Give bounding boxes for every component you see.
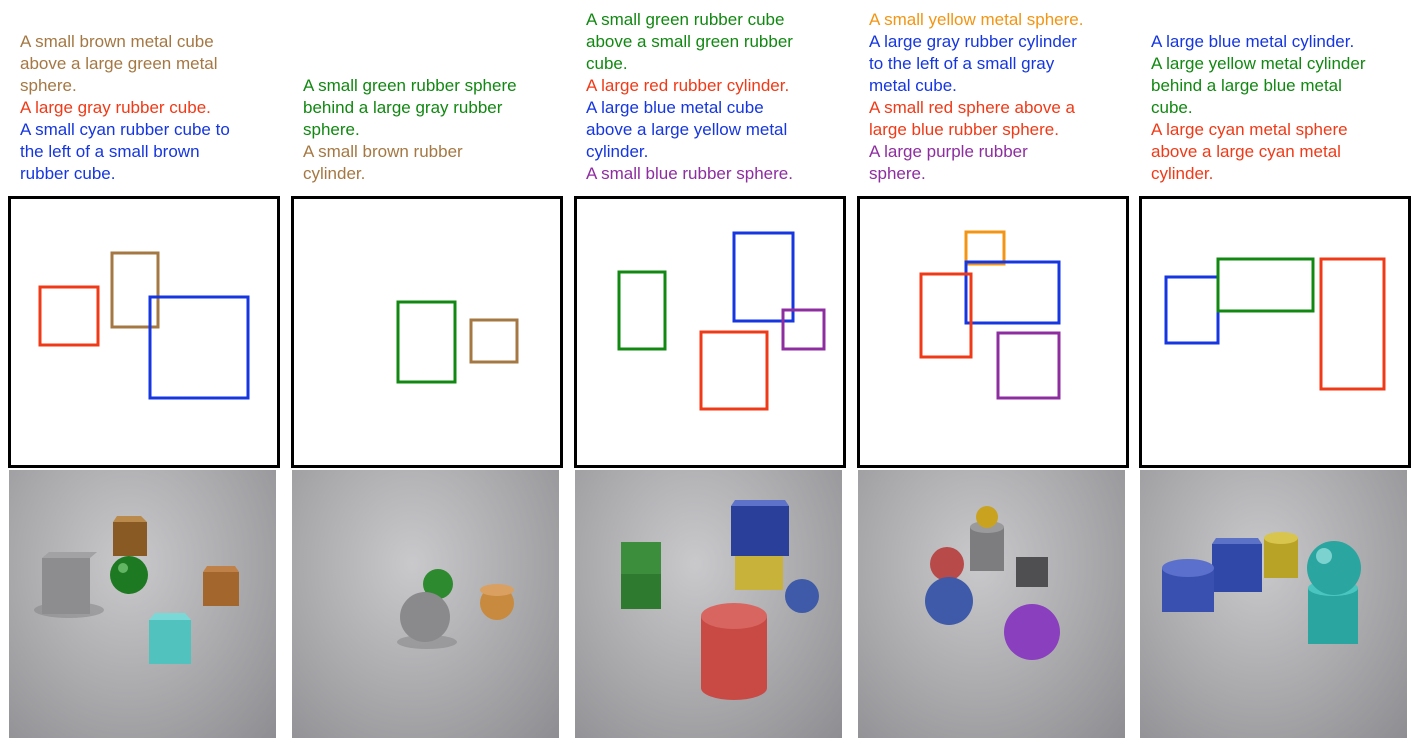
panel-2: A small green rubber sphere behind a lar… <box>291 0 563 742</box>
caption-line: sphere. <box>20 76 77 95</box>
caption-line: sphere. <box>869 164 926 183</box>
red-box <box>38 285 100 347</box>
purple-sphere <box>1004 604 1060 660</box>
blue-sphere <box>925 577 973 625</box>
caption-line: behind a large blue metal <box>1151 76 1342 95</box>
caption-line: A large blue metal cylinder. <box>1151 32 1355 51</box>
panel-1: A small brown metal cube above a large g… <box>8 0 280 742</box>
blue-box <box>148 295 250 400</box>
caption-line: A small blue rubber sphere. <box>586 164 793 183</box>
caption-line: large blue rubber sphere. <box>869 120 1059 139</box>
red-box <box>1319 257 1386 391</box>
caption-line: above a large green metal <box>20 54 218 73</box>
brown-box <box>110 251 160 329</box>
green-sphere <box>423 569 453 599</box>
rendered-scene <box>9 470 276 738</box>
blue-box <box>1164 275 1220 345</box>
caption-line: A large cyan metal sphere <box>1151 120 1348 139</box>
panel-3-captions: A small green rubber cube above a small … <box>586 0 844 190</box>
caption-line: cylinder. <box>586 142 649 161</box>
rendered-scene <box>292 470 559 738</box>
cyan-sphere <box>1307 541 1361 595</box>
panel-4: A small yellow metal sphere. A large gra… <box>857 0 1129 742</box>
caption-line: behind a large gray rubber <box>303 98 503 117</box>
caption-line: A small green rubber sphere <box>303 76 517 95</box>
blue-sphere <box>785 579 819 613</box>
caption-line: A large gray rubber cube. <box>20 98 211 117</box>
layout-canvas <box>291 196 563 468</box>
red-sphere <box>930 547 964 581</box>
gray-sphere <box>400 592 450 642</box>
panel-5: A large blue metal cylinder. A large yel… <box>1139 0 1411 742</box>
caption-line: A large blue metal cube <box>586 98 764 117</box>
red-box <box>919 272 973 359</box>
caption-line: sphere. <box>303 120 360 139</box>
caption-line: cube. <box>1151 98 1193 117</box>
caption-line: A small green rubber cube <box>586 10 785 29</box>
panel-2-captions: A small green rubber sphere behind a lar… <box>303 0 561 190</box>
blue-box <box>732 231 795 323</box>
purple-box <box>996 331 1061 400</box>
caption-line: the left of a small brown <box>20 142 200 161</box>
layout-canvas <box>8 196 280 468</box>
caption-line: A small brown rubber <box>303 142 463 161</box>
caption-line: A large yellow metal cylinder <box>1151 54 1366 73</box>
caption-line: cylinder. <box>1151 164 1214 183</box>
caption-line: A large gray rubber cylinder <box>869 32 1077 51</box>
rendered-scene <box>575 470 842 738</box>
caption-line: cylinder. <box>303 164 366 183</box>
green-sphere <box>110 556 148 594</box>
orange-box <box>964 230 1006 266</box>
blue-box <box>964 260 1061 325</box>
caption-line: above a large yellow metal <box>586 120 788 139</box>
caption-line: above a large cyan metal <box>1151 142 1341 161</box>
green-cube-top <box>621 542 661 574</box>
gray-metal-cube <box>1016 557 1048 587</box>
caption-line: A large red rubber cylinder. <box>586 76 790 95</box>
caption-line: rubber cube. <box>20 164 116 183</box>
blue-cube <box>1212 544 1262 592</box>
rendered-scene <box>858 470 1125 738</box>
green-box <box>617 270 667 351</box>
brown-cube-small <box>203 572 239 606</box>
caption-line: to the left of a small gray <box>869 54 1055 73</box>
green-box <box>1216 257 1315 313</box>
panel-5-captions: A large blue metal cylinder. A large yel… <box>1151 0 1409 190</box>
caption-line: A small brown metal cube <box>20 32 214 51</box>
caption-line: A small cyan rubber cube to <box>20 120 230 139</box>
panel-1-captions: A small brown metal cube above a large g… <box>20 0 278 190</box>
rendered-scene <box>1140 470 1407 738</box>
blue-cube <box>731 506 789 556</box>
layout-canvas <box>857 196 1129 468</box>
yellow-cylinder <box>735 550 783 590</box>
yellow-cylinder <box>1264 538 1298 578</box>
panel-4-captions: A small yellow metal sphere. A large gra… <box>869 0 1127 190</box>
caption-line: cube. <box>586 54 628 73</box>
green-box <box>396 300 457 384</box>
layout-canvas <box>1139 196 1411 468</box>
caption-line: A large purple rubber <box>869 142 1028 161</box>
cyan-cylinder <box>1308 588 1358 644</box>
caption-line: A small yellow metal sphere. <box>869 10 1084 29</box>
caption-line: A small red sphere above a <box>869 98 1076 117</box>
brown-cube <box>113 522 147 556</box>
caption-line: metal cube. <box>869 76 957 95</box>
yellow-sphere <box>976 506 998 528</box>
panel-3: A small green rubber cube above a small … <box>574 0 846 742</box>
gray-cylinder <box>970 527 1004 571</box>
purple-box <box>781 308 826 351</box>
gray-cube <box>42 558 90 614</box>
brown-box <box>469 318 519 364</box>
green-cube-bottom <box>621 573 661 609</box>
layout-canvas <box>574 196 846 468</box>
caption-line: above a small green rubber <box>586 32 793 51</box>
cyan-cube <box>149 620 191 664</box>
red-box <box>699 330 769 411</box>
